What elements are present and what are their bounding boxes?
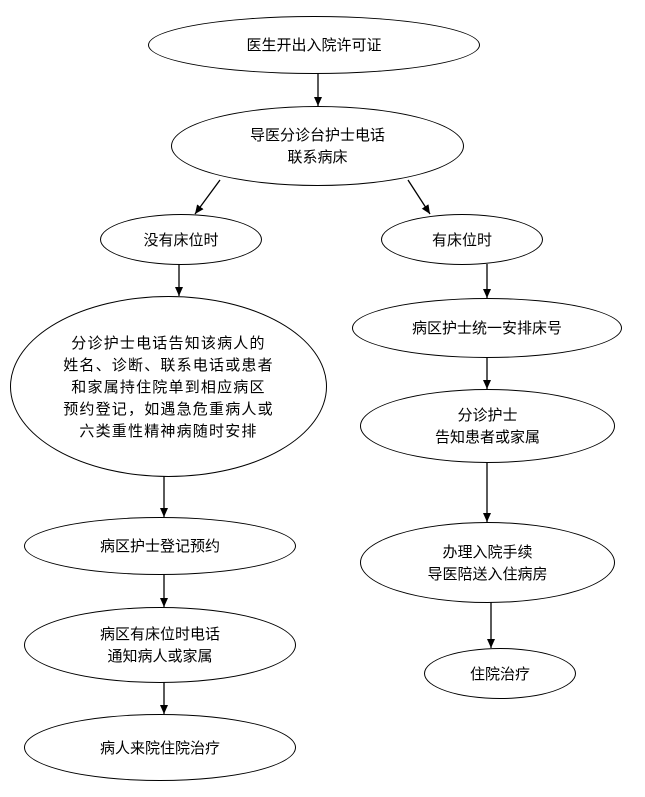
arrow-guide-to-nobed (194, 179, 221, 215)
node-text-line: 告知患者或家属 (434, 428, 540, 446)
node-hospital-treatment: 住院治疗 (424, 648, 576, 699)
node-text-line: 通知病人或家属 (107, 647, 213, 665)
node-triage-inform: 分诊护士告知患者或家属 (360, 389, 615, 463)
node-text-line: 住院治疗 (469, 664, 530, 683)
node-text-line: 病区有床位时电话 (99, 625, 220, 643)
node-text-line: 分诊护士电话告知该病人的 (71, 333, 266, 352)
node-has-bed: 有床位时 (381, 214, 543, 265)
node-admission-procedures: 办理入院手续导医陪送入住病房 (360, 522, 615, 603)
node-no-bed: 没有床位时 (100, 214, 262, 265)
node-text-line: 预约登记，如遇急危重病人或 (63, 399, 274, 418)
node-ward-call: 病区有床位时电话通知病人或家属 (24, 607, 296, 683)
node-guide-desk-call: 导医分诊台护士电话联系病床 (171, 106, 464, 186)
node-ward-register: 病区护士登记预约 (24, 517, 296, 575)
node-text-line: 有床位时 (431, 230, 492, 249)
node-text-line: 病人来院住院治疗 (99, 738, 220, 757)
node-text-line: 病区护士统一安排床号 (411, 319, 562, 337)
node-text-line: 没有床位时 (143, 230, 219, 249)
node-text-line: 联系病床 (287, 148, 348, 166)
node-text-line: 六类重性精神病随时安排 (79, 421, 258, 440)
node-patient-admitted: 病人来院住院治疗 (24, 714, 296, 781)
node-text-line: 办理入院手续 (442, 542, 533, 561)
arrow-guide-to-hasbed (407, 179, 431, 215)
node-start: 医生开出入院许可证 (148, 16, 480, 74)
node-text-line: 医生开出入院许可证 (246, 36, 382, 54)
node-text-line: 导医分诊台护士电话 (249, 126, 385, 144)
node-assign-bed: 病区护士统一安排床号 (352, 298, 622, 358)
node-text-line: 和家属持住院单到相应病区 (71, 377, 266, 396)
node-text-line: 导医陪送入住病房 (427, 564, 548, 583)
node-triage-notify-register: 分诊护士电话告知该病人的姓名、诊断、联系电话或患者和家属持住院单到相应病区预约登… (10, 296, 327, 477)
node-text-line: 姓名、诊断、联系电话或患者 (63, 355, 274, 374)
node-text-line: 分诊护士 (457, 406, 518, 424)
node-text-line: 病区护士登记预约 (99, 537, 220, 555)
